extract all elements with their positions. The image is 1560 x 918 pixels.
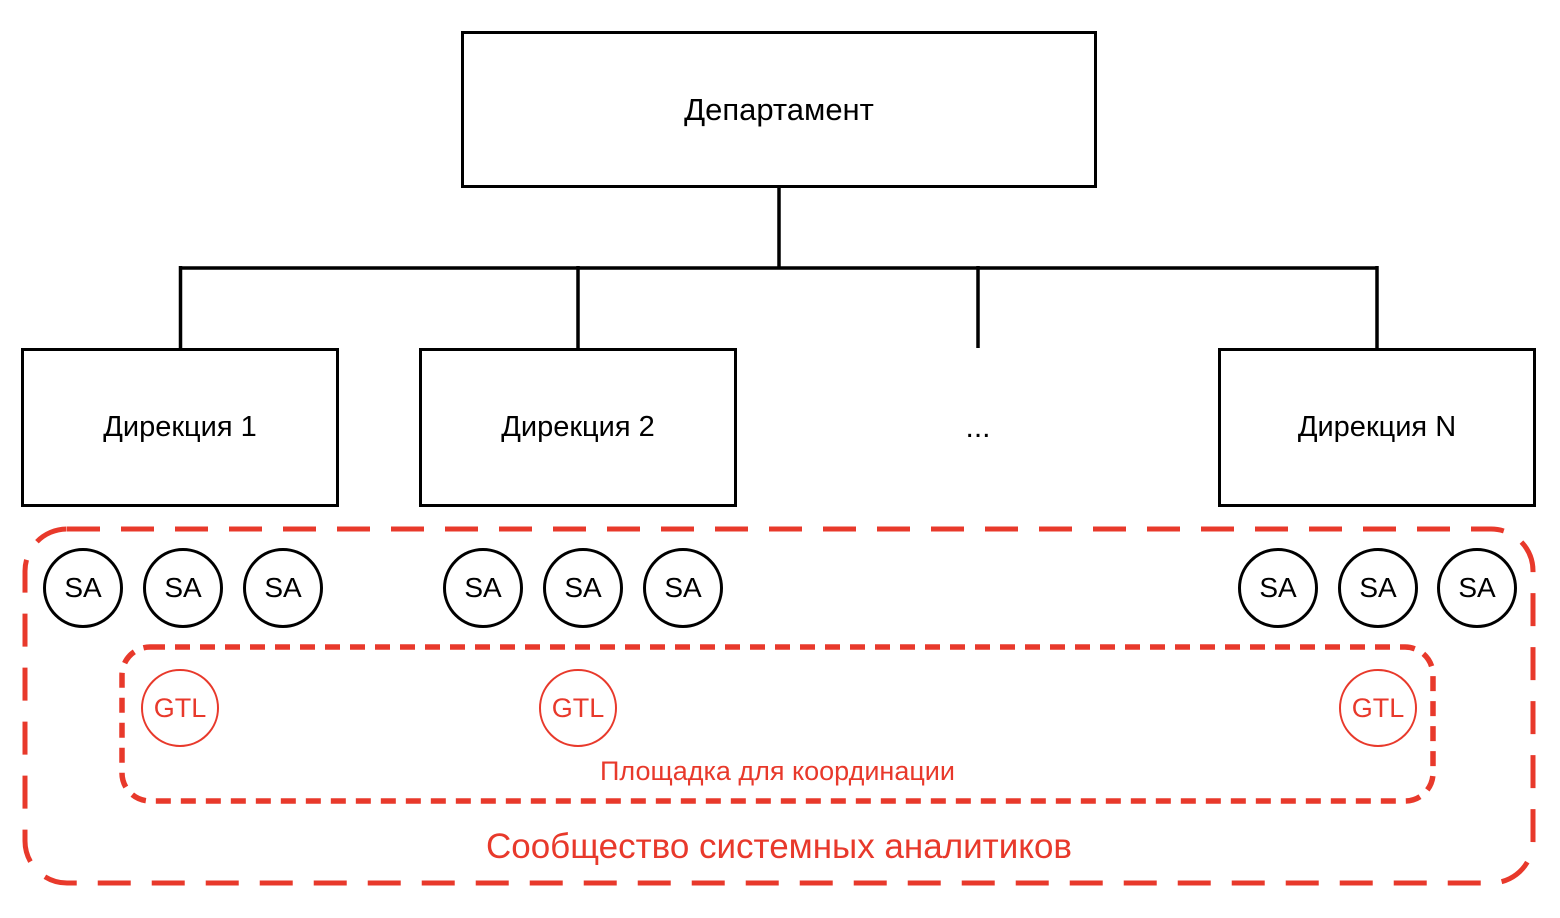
directorate-1-box: Дирекция 1 bbox=[21, 348, 339, 507]
directorate-1-label: Дирекция 1 bbox=[103, 411, 257, 443]
department-box: Департамент bbox=[461, 31, 1097, 188]
sa-badge: SA bbox=[443, 548, 523, 628]
sa-badge: SA bbox=[1238, 548, 1318, 628]
directorate-n-box: Дирекция N bbox=[1218, 348, 1536, 507]
community-label: Сообщество системных аналитиков bbox=[485, 827, 1073, 866]
sa-badge: SA bbox=[543, 548, 623, 628]
community-outer-border bbox=[22, 526, 1536, 886]
sa-badge: SA bbox=[43, 548, 123, 628]
coordination-inner-border bbox=[119, 644, 1436, 804]
directorate-n-label: Дирекция N bbox=[1297, 411, 1457, 443]
sa-badge: SA bbox=[1338, 548, 1418, 628]
sa-badge: SA bbox=[243, 548, 323, 628]
sa-badge: SA bbox=[143, 548, 223, 628]
directorate-2-box: Дирекция 2 bbox=[419, 348, 737, 507]
directorates-ellipsis: ... bbox=[965, 411, 991, 444]
sa-badge: SA bbox=[643, 548, 723, 628]
gtl-badge: GTL bbox=[141, 669, 219, 747]
gtl-badge: GTL bbox=[1339, 669, 1417, 747]
coordination-platform-label: Площадка для координации bbox=[600, 756, 955, 786]
sa-badge: SA bbox=[1437, 548, 1517, 628]
department-label: Департамент bbox=[684, 91, 874, 127]
gtl-badge: GTL bbox=[539, 669, 617, 747]
directorate-2-label: Дирекция 2 bbox=[501, 411, 655, 443]
